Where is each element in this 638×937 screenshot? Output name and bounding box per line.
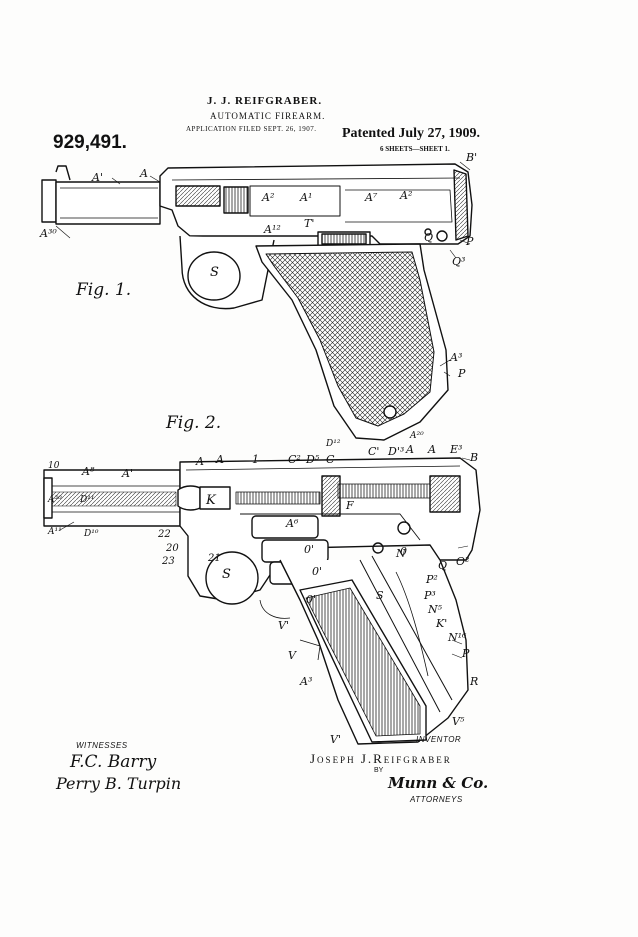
- label-f2-a4: A: [406, 444, 414, 455]
- inventor-label: INVENTOR: [416, 736, 461, 744]
- label-f2-a30: A³⁰: [48, 496, 62, 505]
- label-f2-1: 1: [252, 454, 259, 465]
- label-a7: A⁷: [365, 192, 377, 203]
- label-f2-c2: C²: [288, 454, 301, 465]
- figure-2-caption: Fig. 2.: [166, 415, 221, 432]
- witnesses-label: WITNESSES: [76, 742, 128, 750]
- label-f2-a11: A¹¹: [48, 528, 62, 537]
- label-f2-n: N: [396, 548, 406, 559]
- attorneys-label: ATTORNEYS: [410, 796, 463, 804]
- label-f2-20: 20: [166, 544, 179, 554]
- label-f2-n16: N¹⁶: [448, 632, 466, 643]
- label-f2-kprime: K': [436, 618, 447, 629]
- label-f2-d13: D'³: [388, 446, 404, 457]
- label-f2-v: V: [288, 650, 296, 661]
- label-f2-k: K: [206, 494, 216, 507]
- label-f2-21: 21: [208, 554, 221, 564]
- label-f2-p2: P²: [426, 574, 438, 585]
- label-t-prime: T': [304, 218, 314, 229]
- label-f2-d5: D⁵: [306, 454, 319, 465]
- label-a30: A³⁰: [40, 228, 57, 239]
- label-a1: A¹: [300, 192, 312, 203]
- label-f2-aprime: A': [122, 468, 133, 479]
- label-f2-o2: 0': [312, 566, 322, 577]
- label-f2-a8: A⁸: [82, 466, 94, 477]
- label-f2-s: S: [222, 568, 231, 581]
- figure-2-pistol-section: [44, 458, 480, 744]
- label-f2-p3: P³: [424, 590, 436, 601]
- label-f2-a2: A: [428, 444, 436, 455]
- label-p: P: [466, 236, 473, 247]
- label-f2-22: 22: [158, 530, 171, 540]
- label-f2-o2b: O²: [456, 556, 469, 567]
- label-f2-f: F: [346, 500, 354, 511]
- label-a2: A²: [262, 192, 274, 203]
- label-a2b: A²: [400, 190, 412, 201]
- label-a: A: [140, 168, 148, 179]
- label-f2-e3: E³: [450, 444, 462, 455]
- label-q3: Q³: [452, 256, 465, 267]
- label-f2-vprime2: V': [330, 734, 341, 745]
- label-f2-a1: A: [216, 454, 224, 465]
- label-f2-a6: A⁶: [286, 518, 298, 529]
- label-f2-o1: 0': [304, 544, 314, 555]
- label-f2-a3b: A³: [300, 676, 312, 687]
- label-f2-a3: A: [196, 456, 204, 467]
- label-f2-s2: S: [376, 590, 384, 601]
- label-f2-d12: D¹²: [326, 440, 340, 449]
- witness-signature-1: F.C. Barry: [70, 754, 156, 771]
- label-a12: A¹²: [264, 224, 281, 235]
- label-f2-d11: D¹¹: [80, 496, 94, 505]
- figure-1-pistol-exterior: [42, 164, 472, 440]
- label-a3: A³: [450, 352, 462, 363]
- label-f2-r: R: [470, 676, 478, 687]
- label-f2-vprime: V': [278, 620, 289, 631]
- label-f2-c: C: [326, 454, 334, 465]
- label-f2-n5: N⁵: [428, 604, 442, 615]
- label-s: S: [210, 266, 219, 279]
- label-f2-cprime: C': [368, 446, 379, 457]
- label-f2-q: Q: [438, 560, 447, 571]
- label-f2-10: 10: [48, 462, 59, 471]
- label-f2-a20: A²⁰: [410, 432, 424, 441]
- label-f2-o3: 0': [306, 594, 316, 605]
- label-f2-d10: D¹⁰: [84, 530, 98, 539]
- by-label: BY: [374, 767, 383, 774]
- label-f2-23: 23: [162, 557, 175, 567]
- label-f2-p: P: [462, 648, 469, 659]
- label-a-prime: A': [92, 172, 103, 183]
- label-b-prime: B': [466, 152, 477, 163]
- label-p2: P: [458, 368, 465, 379]
- attorney-signature: Munn & Co.: [388, 776, 488, 791]
- label-q: Q: [424, 232, 433, 243]
- figure-1-caption: Fig. 1.: [76, 282, 131, 299]
- label-f2-v5: V⁵: [452, 716, 464, 727]
- witness-signature-2: Perry B. Turpin: [56, 776, 181, 792]
- label-f2-b: B: [470, 452, 478, 463]
- inventor-signature: Joseph J.Reifgraber: [310, 752, 452, 765]
